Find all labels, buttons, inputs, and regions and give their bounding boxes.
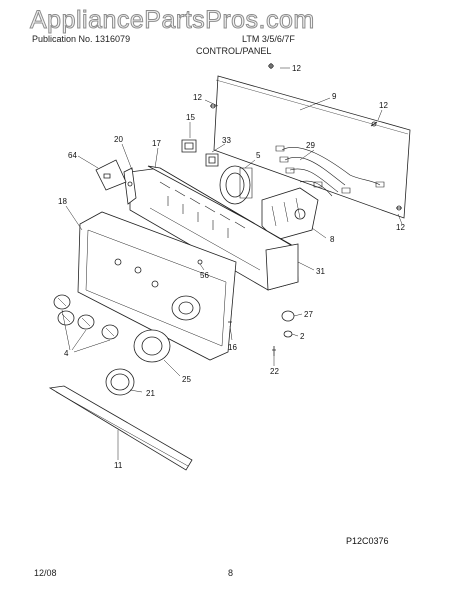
callout-label: 15 [186,113,195,122]
screw-part [210,63,402,210]
footer-date: 12/08 [34,568,57,578]
front-console-panel [78,212,236,360]
model-number: LTM 3/5/6/7F [242,34,295,44]
section-title: CONTROL/PANEL [196,46,272,56]
callout-label: 4 [64,349,69,358]
callout-label: 12 [193,93,202,102]
callout-label: 9 [332,92,337,101]
callout-label: 31 [316,267,325,276]
callout-label: 12 [292,64,301,73]
timer [220,166,252,204]
callout-label: 17 [152,139,161,148]
leader-lines [62,68,402,460]
callout-label: 12 [379,101,388,110]
callout-label: 22 [270,367,279,376]
callout-label: 27 [304,310,313,319]
callout-label: 11 [114,461,123,470]
callout-label: 64 [68,151,77,160]
callout-label: 21 [146,389,155,398]
callout-label: 12 [396,223,405,232]
overlay-decal [96,160,126,190]
control-housing [130,166,298,290]
callout-labels: 12 9 12 12 15 33 20 17 29 5 64 18 12 8 5… [58,64,405,470]
lower-trim-strip [50,386,192,470]
callout-label: 5 [256,151,261,160]
callout-label: 18 [58,197,67,206]
watermark: AppliancePartsPros.com [30,6,315,35]
control-board [262,188,318,240]
callout-label: 2 [300,332,305,341]
callout-label: 33 [222,136,231,145]
callout-label: 25 [182,375,191,384]
footer-page-number: 8 [228,568,234,578]
callout-label: 16 [228,343,237,352]
figure-code: P12C0376 [346,536,389,546]
wire-harness [276,146,384,196]
trim-ring [106,369,134,395]
publication-number: Publication No. 1316079 [32,34,131,44]
callout-label: 56 [200,271,209,280]
switch-part [182,140,218,166]
callout-label: 8 [330,235,335,244]
knob-set [54,295,118,339]
callout-label: 29 [306,141,315,150]
callout-label: 20 [114,135,123,144]
selector-knob [134,330,170,362]
bracket [124,168,136,204]
